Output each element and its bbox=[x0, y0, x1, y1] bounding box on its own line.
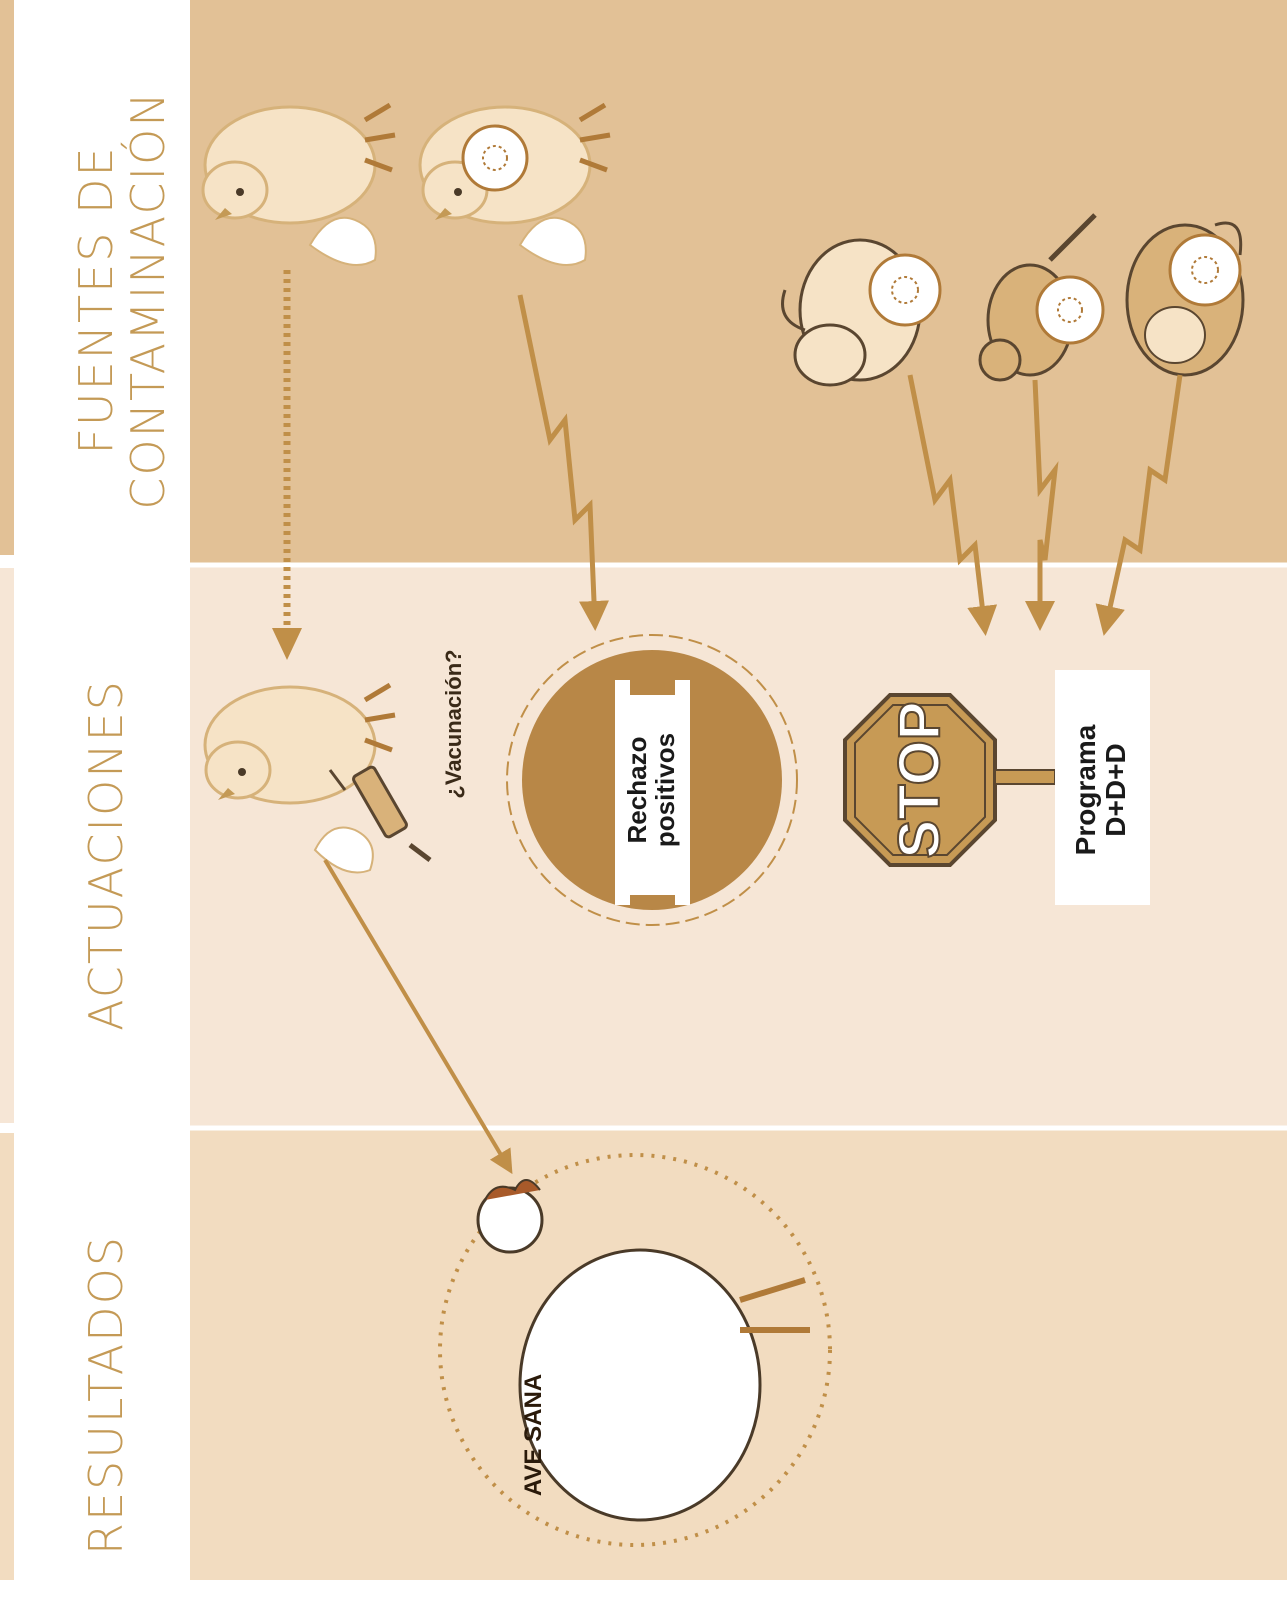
infected-chick-icon bbox=[418, 102, 611, 225]
stop-sign-icon bbox=[843, 693, 997, 867]
eggshell-icon bbox=[308, 216, 377, 266]
section-title-resultados: RESULTADOS bbox=[79, 1235, 133, 1556]
side-bar-actuaciones bbox=[0, 568, 14, 1123]
rechazo-label: Rechazo positivos bbox=[622, 732, 680, 848]
section-title-actuaciones: ACTUACIONES bbox=[79, 679, 133, 1031]
zigzag-arrow-4 bbox=[1095, 374, 1183, 636]
ave-sana-label: AVE SANA bbox=[520, 1373, 547, 1497]
chick-icon bbox=[201, 102, 396, 225]
rechazo-dashed-ring bbox=[506, 634, 798, 926]
rechazo-banner bbox=[615, 680, 690, 905]
programa-box bbox=[1055, 670, 1150, 905]
side-bar-fuentes bbox=[0, 0, 14, 555]
rodent-icon bbox=[1125, 221, 1245, 377]
vacunacion-label: ¿Vacunación? bbox=[441, 649, 466, 799]
stop-sign-inner bbox=[854, 704, 986, 856]
zigzag-arrow-2 bbox=[907, 374, 998, 636]
section-title-fuentes: FUENTES DE CONTAMINACIÓN bbox=[69, 90, 175, 510]
zigzag-arrow-3 bbox=[1025, 379, 1059, 631]
side-bar-resultados bbox=[0, 1133, 14, 1580]
diagram-canvas: FUENTES DE CONTAMINACIÓN ACTUACIONES RES… bbox=[0, 0, 1287, 1580]
eggshell-icon-2 bbox=[518, 216, 587, 266]
eggshell-icon-3 bbox=[313, 826, 374, 874]
band-fuentes bbox=[190, 0, 1287, 565]
result-dotted-circle bbox=[438, 1153, 832, 1547]
result-arrow bbox=[323, 858, 513, 1175]
dotted-arrow-head bbox=[272, 628, 302, 660]
zigzag-arrow-1 bbox=[517, 294, 609, 631]
programa-label: Programa D+D+D bbox=[1070, 724, 1131, 856]
syringe-icon bbox=[328, 765, 432, 862]
rabbit-icon bbox=[781, 238, 942, 387]
healthy-hen-icon bbox=[476, 1179, 810, 1522]
stop-sign-post bbox=[994, 769, 1056, 785]
stop-label: STOP bbox=[886, 701, 953, 860]
diagram-art bbox=[0, 0, 1287, 1580]
bird-icon bbox=[978, 213, 1105, 382]
